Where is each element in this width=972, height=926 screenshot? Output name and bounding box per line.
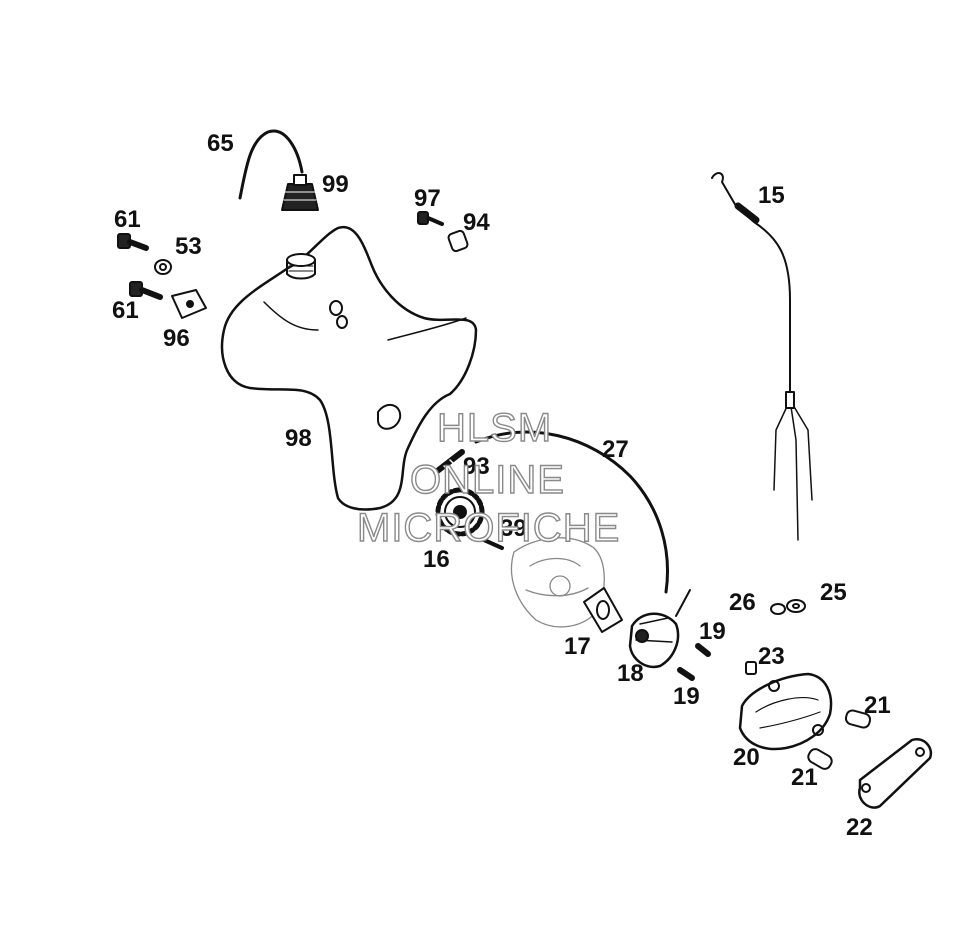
fitting-part-23 bbox=[745, 661, 757, 675]
callout-61-lower: 61 bbox=[112, 297, 139, 324]
callout-21-lower: 21 bbox=[791, 764, 818, 791]
callout-27: 27 bbox=[602, 436, 629, 463]
screw-part-19-lower bbox=[677, 667, 695, 681]
bolt-part-61-upper bbox=[117, 233, 149, 251]
hose-fitting-part-93 bbox=[433, 449, 465, 475]
callout-53: 53 bbox=[175, 233, 202, 260]
washer-part-53 bbox=[154, 259, 172, 275]
mount-block-part-96 bbox=[171, 289, 207, 319]
fuel-hose-part-27 bbox=[474, 430, 669, 594]
callout-19-upper: 19 bbox=[699, 618, 726, 645]
callout-19-lower: 19 bbox=[673, 683, 700, 710]
washer-part-26 bbox=[770, 603, 786, 615]
callout-25: 25 bbox=[820, 579, 847, 606]
screw-part-19-upper bbox=[695, 643, 711, 657]
watermark-line-3: MICROFICHE bbox=[356, 506, 621, 550]
pin-part-39 bbox=[482, 538, 504, 550]
callout-18: 18 bbox=[617, 660, 644, 687]
callout-39: 39 bbox=[500, 515, 527, 542]
tank-cap-part-99 bbox=[281, 174, 319, 211]
oil-pump-part-18 bbox=[628, 589, 691, 669]
callout-99: 99 bbox=[322, 171, 349, 198]
callout-93: 93 bbox=[463, 453, 490, 480]
bolt-part-97 bbox=[417, 211, 444, 226]
nut-part-25 bbox=[786, 599, 806, 613]
fuel-tank-part-98 bbox=[220, 225, 478, 511]
watermark-line-1: HLSM bbox=[436, 406, 553, 450]
callout-16: 16 bbox=[423, 546, 450, 573]
callout-61-upper: 61 bbox=[114, 206, 141, 233]
callout-96: 96 bbox=[163, 325, 190, 352]
callout-23: 23 bbox=[758, 643, 785, 670]
sleeve-part-21-upper bbox=[844, 709, 872, 729]
sleeve-part-21-lower bbox=[807, 748, 833, 770]
callout-22: 22 bbox=[846, 814, 873, 841]
pump-cover-part-20 bbox=[738, 672, 833, 751]
callout-94: 94 bbox=[463, 209, 490, 236]
callout-65: 65 bbox=[207, 130, 234, 157]
callout-21-upper: 21 bbox=[864, 692, 891, 719]
callout-98: 98 bbox=[285, 425, 312, 452]
vent-hose-part-65 bbox=[238, 129, 304, 200]
spacer-part-94 bbox=[447, 229, 469, 253]
callout-26: 26 bbox=[729, 589, 756, 616]
watermark-line-2: ONLINE bbox=[409, 458, 565, 502]
callout-17: 17 bbox=[564, 633, 591, 660]
gear-part-16 bbox=[435, 487, 485, 537]
callout-97: 97 bbox=[414, 185, 441, 212]
callout-20: 20 bbox=[733, 744, 760, 771]
bolt-part-61-lower bbox=[129, 281, 163, 300]
cover-plate-part-22 bbox=[858, 737, 933, 809]
callout-15: 15 bbox=[758, 182, 785, 209]
gasket-part-17 bbox=[583, 587, 623, 633]
cable-part-15 bbox=[711, 172, 813, 541]
